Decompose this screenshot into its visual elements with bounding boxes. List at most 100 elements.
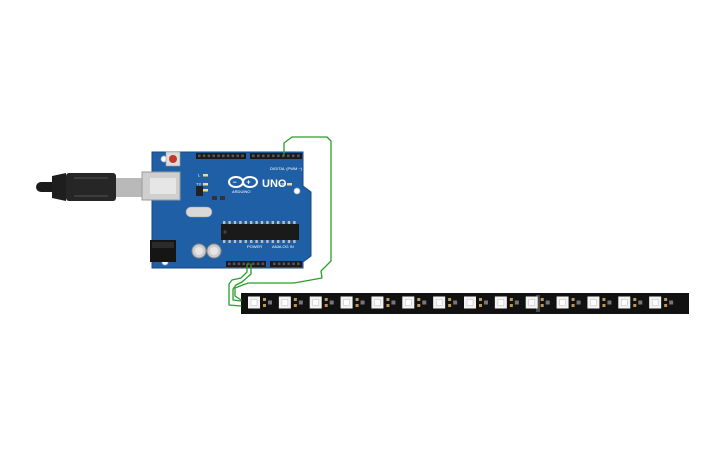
led-row xyxy=(248,296,674,309)
chip-leg xyxy=(287,240,291,243)
strip-led[interactable] xyxy=(618,296,643,309)
chip-leg xyxy=(266,240,269,243)
power-header xyxy=(226,261,266,267)
wire-gnd[interactable] xyxy=(232,263,252,302)
header-pin[interactable] xyxy=(257,154,260,158)
strip-led[interactable] xyxy=(649,296,674,309)
strip-led[interactable] xyxy=(433,296,458,309)
header-pin[interactable] xyxy=(207,154,211,158)
chip-leg xyxy=(287,221,291,224)
header-pin[interactable] xyxy=(226,154,230,158)
chip-leg xyxy=(260,240,264,243)
header-pin[interactable] xyxy=(217,154,220,158)
chip-leg xyxy=(250,240,253,243)
chip-leg xyxy=(228,221,231,224)
header-pin[interactable] xyxy=(292,262,295,266)
strip-led[interactable] xyxy=(309,296,334,309)
chip-leg xyxy=(250,221,253,224)
strip-led[interactable] xyxy=(556,296,581,309)
strip-led[interactable] xyxy=(402,296,427,309)
chip-leg xyxy=(239,240,242,243)
strip-led[interactable] xyxy=(278,296,303,309)
header-pin[interactable] xyxy=(252,262,255,266)
svg-text:+: + xyxy=(247,180,251,187)
svg-text:−: − xyxy=(233,180,237,187)
chip-leg xyxy=(233,221,237,224)
strip-led[interactable] xyxy=(371,296,396,309)
header-pin[interactable] xyxy=(273,262,276,266)
header-pin[interactable] xyxy=(232,262,236,266)
chip-leg xyxy=(233,240,237,243)
wire-5v[interactable] xyxy=(228,263,248,307)
digital-label: DIGITAL (PWM ~) xyxy=(270,166,303,171)
strip-led[interactable] xyxy=(464,296,488,309)
header-pin[interactable] xyxy=(267,154,270,158)
header-pin[interactable] xyxy=(287,154,290,158)
header-pin[interactable] xyxy=(256,262,260,266)
chip-leg xyxy=(255,221,258,224)
led-strip[interactable] xyxy=(241,293,689,314)
chip-leg xyxy=(239,221,242,224)
l-led-label: L xyxy=(198,173,201,178)
strip-led[interactable] xyxy=(340,296,365,309)
header-pin[interactable] xyxy=(277,262,281,266)
header-pin[interactable] xyxy=(198,154,201,158)
mounting-hole xyxy=(293,187,301,195)
chip-leg xyxy=(266,221,269,224)
chip-leg xyxy=(244,221,247,224)
arduino-board[interactable]: DIGITAL (PWM ~) L TX RX ON − + UNO ARDUI… xyxy=(141,151,312,269)
header-pin[interactable] xyxy=(262,154,265,158)
on-led xyxy=(287,183,292,186)
atmega-chip xyxy=(221,224,299,240)
power-label: POWER xyxy=(247,244,262,249)
header-pin[interactable] xyxy=(212,154,215,158)
board-brand: ARDUINO xyxy=(232,189,250,194)
header-pin[interactable] xyxy=(261,262,265,266)
strip-solder-joint xyxy=(536,295,540,312)
strip-led[interactable] xyxy=(248,296,272,309)
strip-led[interactable] xyxy=(587,296,612,309)
reset-button-cap[interactable] xyxy=(169,155,177,163)
header-pin[interactable] xyxy=(287,262,290,266)
chip-leg xyxy=(277,221,280,224)
header-pin[interactable] xyxy=(282,262,286,266)
header-pin[interactable] xyxy=(277,154,280,158)
digital-header-left xyxy=(196,153,246,159)
header-pin[interactable] xyxy=(297,262,300,266)
chip-leg xyxy=(271,221,274,224)
l-led xyxy=(203,174,208,177)
tx-led xyxy=(203,183,208,186)
header-pin[interactable] xyxy=(247,262,250,266)
header-pin[interactable] xyxy=(272,154,275,158)
header-pin[interactable] xyxy=(282,154,285,158)
chip-leg xyxy=(282,240,285,243)
chip-leg xyxy=(223,240,226,243)
on-led-label: ON xyxy=(280,182,286,187)
header-pin[interactable] xyxy=(252,154,255,158)
strip-led[interactable] xyxy=(525,296,550,309)
header-pin[interactable] xyxy=(231,154,235,158)
crystal xyxy=(185,206,213,218)
usb-cable[interactable] xyxy=(36,173,142,201)
chip-leg xyxy=(293,240,296,243)
header-pin[interactable] xyxy=(222,154,225,158)
strip-led[interactable] xyxy=(494,296,519,309)
chip-leg xyxy=(223,221,226,224)
digital-header-right xyxy=(250,153,302,159)
chip-leg xyxy=(271,240,274,243)
header-pin[interactable] xyxy=(292,154,295,158)
header-pin[interactable] xyxy=(202,154,206,158)
header-pin[interactable] xyxy=(228,262,231,266)
header-pin[interactable] xyxy=(297,154,300,158)
header-pin[interactable] xyxy=(236,154,239,158)
header-pin[interactable] xyxy=(237,262,241,266)
rx-led xyxy=(203,189,208,192)
wire-data[interactable] xyxy=(234,136,332,301)
usb-plug-icon xyxy=(66,173,116,201)
board-model: UNO xyxy=(262,178,287,190)
header-pin[interactable] xyxy=(242,262,245,266)
chip-leg xyxy=(282,221,285,224)
header-pin[interactable] xyxy=(241,154,244,158)
chip-pin-rows xyxy=(223,221,296,243)
